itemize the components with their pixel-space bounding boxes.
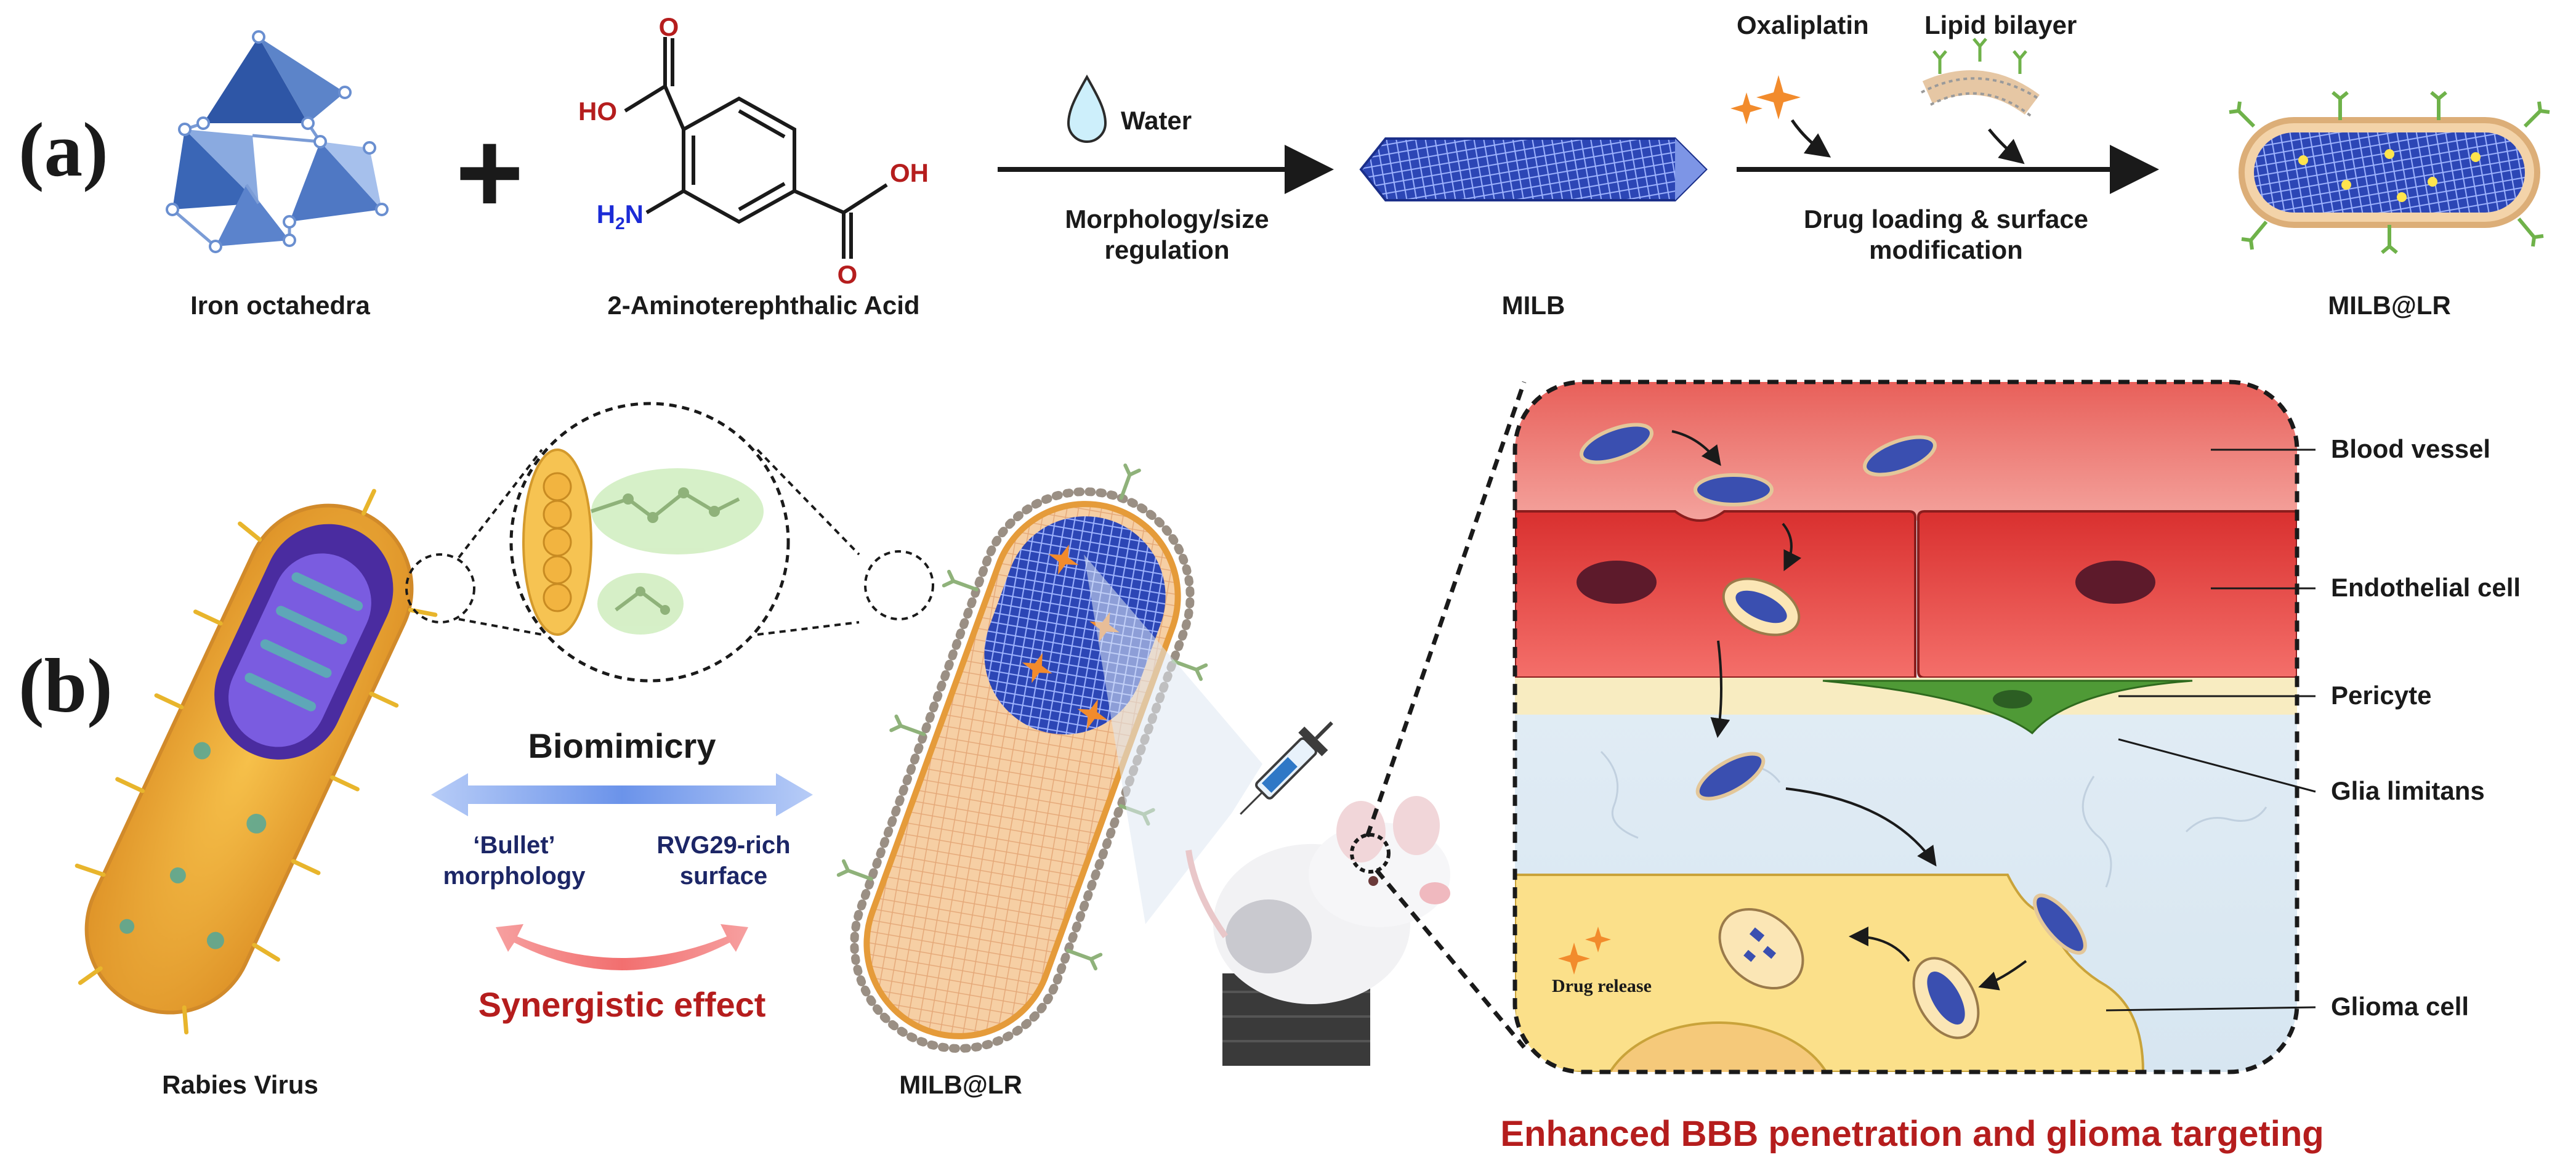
oxaliplatin-label: Oxaliplatin: [1737, 10, 1869, 39]
acid-oh: OH: [890, 158, 929, 187]
mouse-zoom-spot: [1350, 833, 1391, 874]
milb-lr-label-b: MILB@LR: [899, 1070, 1022, 1099]
glioma-cell-region: [1515, 874, 2145, 1072]
aminoterephthalic-acid-structure: [624, 37, 888, 259]
endothelial-cell-left: [1515, 510, 1916, 679]
step2-label-line1: Drug loading & surface: [1804, 205, 2088, 233]
iron-octahedra-label: Iron octahedra: [190, 291, 370, 320]
endothelial-nucleus-right: [2075, 561, 2155, 604]
panel-label-b: (b): [18, 644, 113, 729]
acid-top-o: O: [659, 12, 679, 41]
biomimicry-label: Biomimicry: [528, 726, 716, 765]
rabies-virus-label: Rabies Virus: [162, 1070, 318, 1099]
drug-release-label: Drug release: [1552, 976, 1652, 996]
step2-label-line2: modification: [1869, 235, 2023, 264]
panel-label-a: (a): [18, 108, 108, 193]
synergy-arrow: [496, 924, 748, 970]
biomimicry-arrow: [431, 773, 813, 816]
bullet-label-line1: ‘Bullet’: [473, 832, 555, 859]
synergy-label: Synergistic effect: [478, 985, 766, 1024]
rvg-label-line1: RVG29-rich: [656, 832, 790, 859]
label-endothelial: Endothelial cell: [2331, 573, 2521, 602]
peptide-zoom-detail: [522, 448, 764, 636]
acid-bottom-o: O: [838, 260, 858, 289]
particle-zoom-spot: [864, 550, 934, 620]
water-label: Water: [1121, 106, 1192, 135]
label-glioma: Glioma cell: [2331, 992, 2469, 1021]
drug-release-icon: [1558, 927, 1611, 975]
syringe-icon: [1240, 721, 1333, 815]
water-drop-icon: [1067, 74, 1107, 143]
bottom-caption: Enhanced BBB penetration and glioma targ…: [1500, 1114, 2324, 1154]
plus-sign: +: [456, 107, 524, 238]
label-pericyte: Pericyte: [2331, 681, 2431, 710]
step1-label-line1: Morphology/size: [1065, 205, 1269, 233]
endothelial-nucleus-left: [1577, 561, 1657, 604]
label-glia: Glia limitans: [2331, 776, 2485, 805]
lipid-arrow: [1988, 128, 2025, 164]
injection-fan: [1084, 554, 1262, 924]
milb-crystal: [1359, 137, 1708, 201]
label-blood-vessel: Blood vessel: [2331, 434, 2490, 463]
mouse-illustration: [1185, 796, 1450, 1066]
acid-ho: HO: [578, 97, 617, 126]
lipid-bilayer-icon: [1921, 38, 2040, 118]
bbb-particles: [1580, 423, 2087, 1039]
lipid-bilayer-label: Lipid bilayer: [1924, 10, 2077, 39]
acid-label: 2-Aminoterephthalic Acid: [607, 291, 919, 320]
bullet-label-line2: morphology: [443, 862, 586, 890]
rabies-virus-illustration: [75, 489, 438, 1035]
milb-lr-label-a: MILB@LR: [2328, 291, 2451, 320]
oxaliplatin-icon: [1730, 75, 1801, 124]
oxaliplatin-arrow: [1790, 119, 1831, 158]
rvg-label-line2: surface: [680, 862, 767, 890]
milb-lr-particle: [2229, 91, 2550, 254]
bbb-scene: [1512, 380, 2299, 1074]
acid-amine: H2N: [597, 200, 644, 233]
bbb-arrows: [1671, 430, 2027, 991]
milb-label: MILB: [1502, 291, 1565, 320]
virus-zoom-spot: [405, 553, 475, 623]
iron-octahedra-illustration: [166, 30, 389, 253]
step1-label-line2: regulation: [1104, 235, 1229, 264]
